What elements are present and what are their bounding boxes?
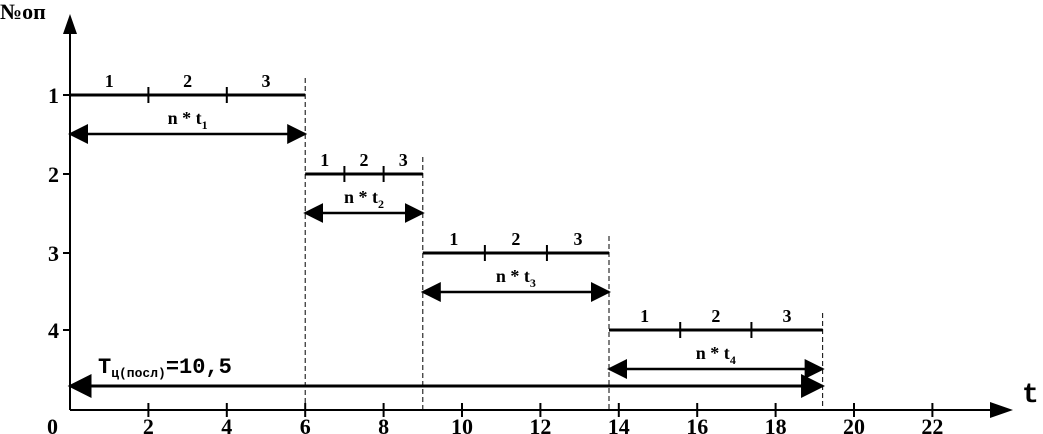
y-axis-arrow-icon: [63, 14, 77, 34]
span-label-subscript: 1: [202, 118, 208, 132]
span-label-main: n * t: [496, 266, 530, 286]
part-label: 2: [360, 150, 369, 170]
y-level-label: 2: [48, 162, 59, 187]
part-label: 3: [399, 150, 408, 170]
operation-4: 1 2 3 n * t4: [607, 306, 825, 410]
span-label-main: n * t: [344, 187, 378, 207]
total-cycle-symbol: T: [98, 355, 111, 380]
x-axis-title: t: [1022, 380, 1039, 411]
x-tick-label: 4: [221, 414, 232, 434]
part-label: 2: [711, 306, 720, 326]
x-tick-label: 6: [300, 414, 311, 434]
span-label-main: n * t: [696, 343, 730, 363]
y-level-label: 3: [48, 241, 59, 266]
x-tick-label: 12: [529, 414, 551, 434]
x-tick-label: 20: [843, 414, 865, 434]
x-tick-label: 22: [921, 414, 943, 434]
span-label: n * t3: [496, 266, 536, 290]
y-level-label: 4: [48, 318, 59, 343]
span-label-subscript: 2: [378, 197, 384, 211]
span-label: n * t4: [696, 343, 736, 367]
x-tick-label: 14: [608, 414, 630, 434]
part-label: 2: [511, 229, 520, 249]
part-label: 1: [640, 306, 649, 326]
origin-label: 0: [47, 414, 58, 434]
part-label: 1: [105, 71, 114, 91]
part-label: 1: [320, 150, 329, 170]
part-label: 3: [262, 71, 271, 91]
part-label: 1: [449, 229, 458, 249]
part-label: 3: [573, 229, 582, 249]
x-tick-label: 2: [143, 414, 154, 434]
total-cycle: Tц(посл)=10,5: [67, 355, 826, 398]
span-label-main: n * t: [168, 108, 202, 128]
x-tick-label: 16: [686, 414, 708, 434]
x-ticks: 2 4 6 8 10 12 14 16 18 20 22: [143, 403, 943, 434]
x-tick-label: 18: [765, 414, 787, 434]
y-axis-title: №оп: [0, 0, 46, 24]
y-levels: 1 2 3 4: [48, 83, 70, 343]
part-label: 2: [183, 71, 192, 91]
total-cycle-value: =10,5: [166, 355, 232, 380]
span-label: n * t1: [168, 108, 208, 132]
span-label-subscript: 3: [530, 276, 536, 290]
part-label: 3: [783, 306, 792, 326]
x-tick-label: 8: [378, 414, 389, 434]
span-label-subscript: 4: [730, 353, 736, 367]
total-cycle-subscript: ц(посл): [111, 366, 166, 381]
x-axis-arrow-icon: [990, 402, 1013, 418]
x-tick-label: 10: [451, 414, 473, 434]
span-label: n * t2: [344, 187, 384, 211]
y-level-label: 1: [48, 83, 59, 108]
total-cycle-label: Tц(посл)=10,5: [98, 355, 232, 381]
